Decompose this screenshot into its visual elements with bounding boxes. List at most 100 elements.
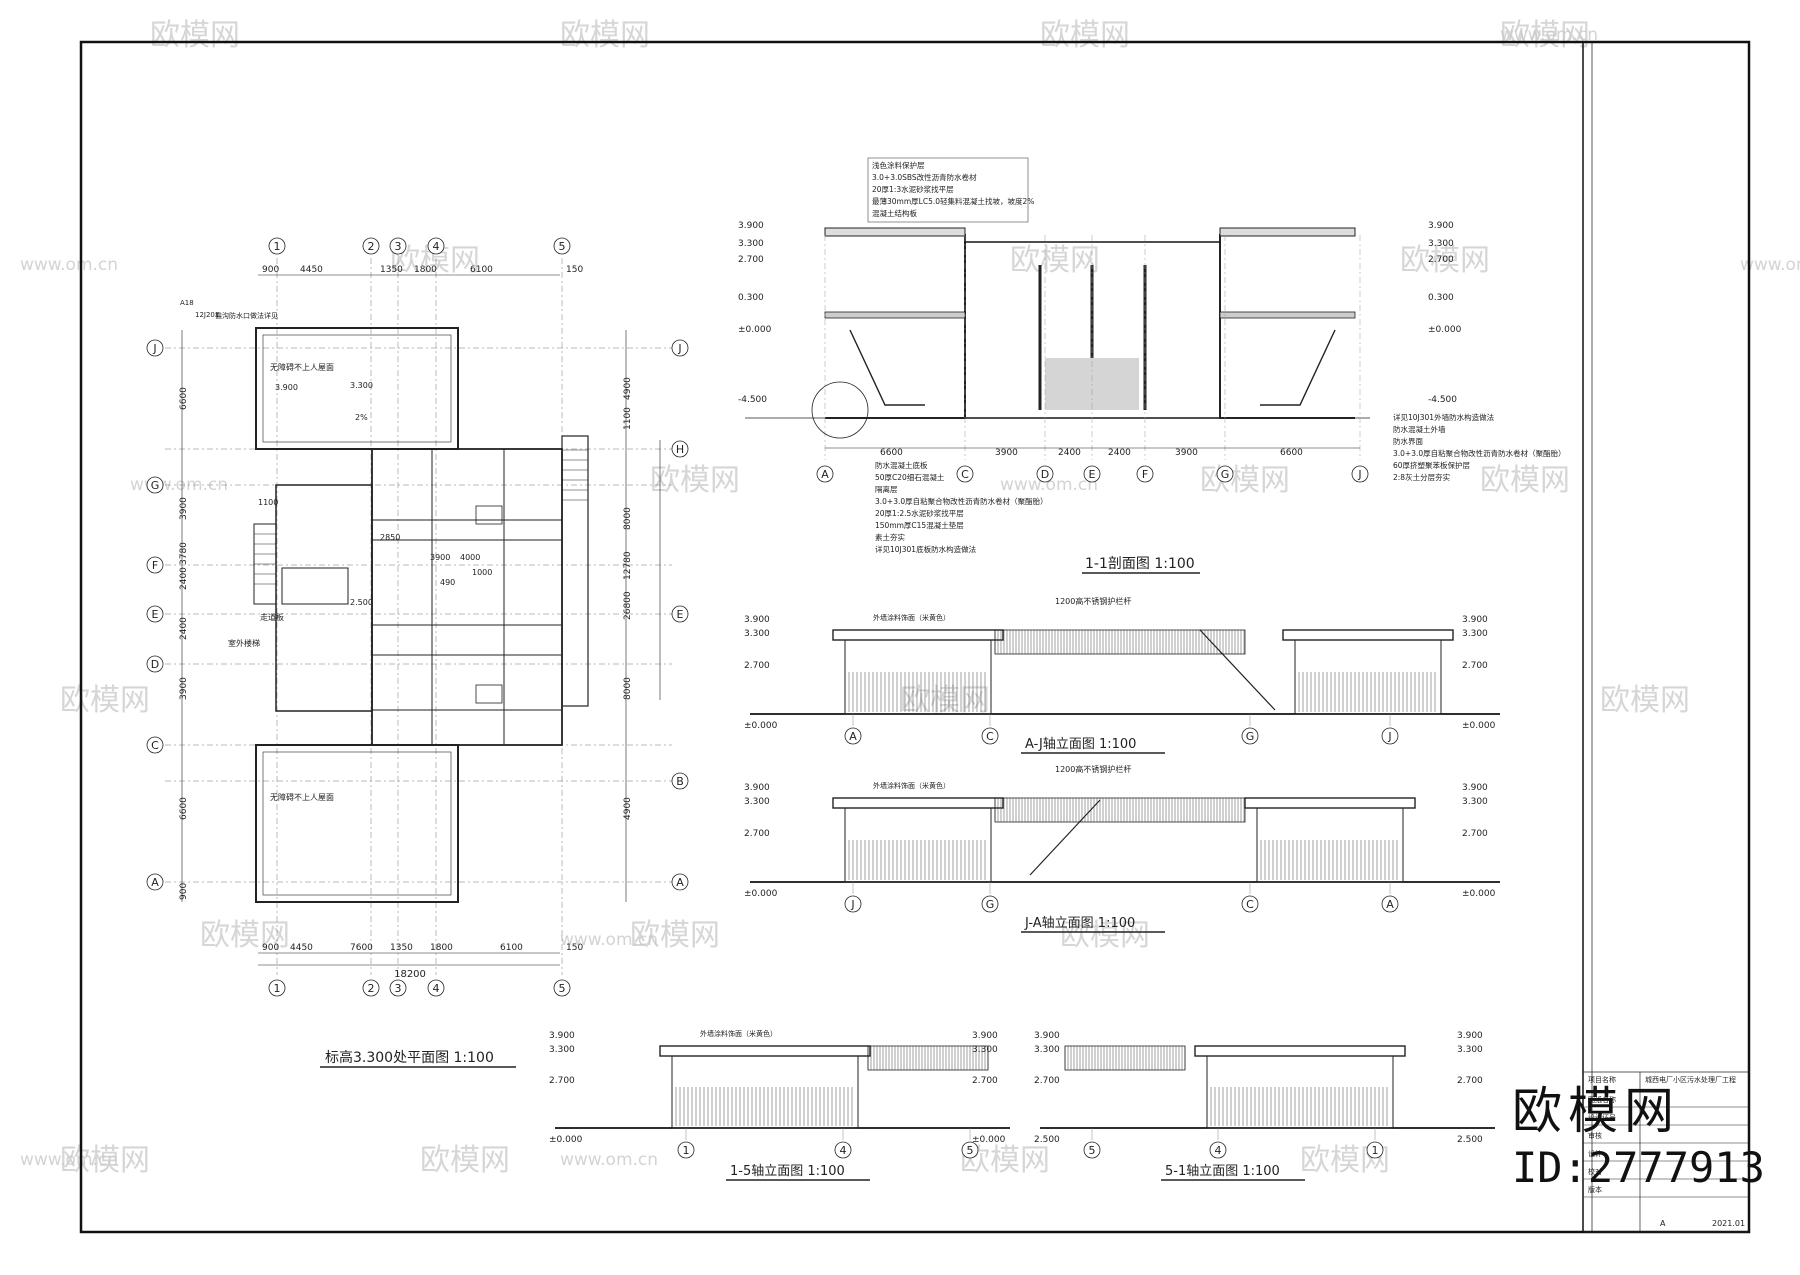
plan-dim-left: 2400 xyxy=(179,617,189,640)
elev-axis-circle xyxy=(677,1141,695,1159)
plan-label: 室外楼梯 xyxy=(228,638,260,648)
titleblock-date: 2021.01 xyxy=(1712,1219,1745,1228)
elev-note: 外墙涂料饰面（米黄色） xyxy=(873,613,950,622)
plan-axis-bottom: 4 xyxy=(433,982,440,995)
section-note-bottom: 150mm厚C15混凝土垫层 xyxy=(875,520,964,530)
plan-axis-right: J xyxy=(677,342,681,355)
plan-axis-bottom-circle xyxy=(389,979,407,997)
elev-level-left: 3.300 xyxy=(1034,1045,1060,1055)
titleblock-row-label: 设计证号 xyxy=(1588,1113,1616,1122)
plan-dim-left: 6600 xyxy=(179,797,189,820)
plan-dim-bottom: 900 xyxy=(262,943,279,953)
section-axis-circle xyxy=(1216,465,1234,483)
elevation-a-j xyxy=(750,629,1500,726)
section-level-right: 2.700 xyxy=(1428,255,1454,265)
section-note-top: 3.0+3.0SBS改性沥青防水卷材 xyxy=(872,172,977,182)
plan-dim-bottom: 1350 xyxy=(390,943,413,953)
elev-level-right: 3.900 xyxy=(972,1031,998,1041)
plan-callout-note: 檐沟防水口做法详见 xyxy=(215,311,278,320)
titleblock-row-label: 设计 xyxy=(1588,1149,1602,1158)
elev-level-right: ±0.000 xyxy=(972,1135,1006,1145)
watermark-brand: 欧模网 xyxy=(630,918,720,953)
rail-band xyxy=(994,797,1246,823)
plan-label: 1100 xyxy=(258,498,278,507)
elev-title: J-A轴立面图 1:100 xyxy=(1024,916,1135,931)
plan-dim-left: 3900 xyxy=(179,497,189,520)
plan-label: 3.900 xyxy=(275,383,298,392)
section-dim: 2400 xyxy=(1058,448,1081,458)
plan-axis-top: 3 xyxy=(395,240,402,253)
section-note-bottom: 隔离层 xyxy=(875,484,898,494)
elev-axis-circle xyxy=(844,727,862,745)
plan-dim-bottom: 6100 xyxy=(500,943,523,953)
section-level-right: 3.300 xyxy=(1428,239,1454,249)
watermark-brand: 欧模网 xyxy=(1600,683,1690,718)
watermark-url: www.om.cn xyxy=(560,930,658,950)
plan-dim-top: 150 xyxy=(566,265,583,275)
elev-axis: A xyxy=(1386,898,1394,911)
plan-dim-right: 4900 xyxy=(623,377,633,400)
section-axis-circle xyxy=(816,465,834,483)
elev-level-left: 3.900 xyxy=(1034,1031,1060,1041)
elev-axis: G xyxy=(986,898,995,911)
elev-level-left: 3.900 xyxy=(549,1031,575,1041)
section-dim: 2400 xyxy=(1108,448,1131,458)
plan-axis-right-circle xyxy=(671,605,689,623)
plan-axis-top-circle xyxy=(427,237,445,255)
plan-dim-right: 26800 xyxy=(623,591,633,620)
section-axis: G xyxy=(1221,468,1230,481)
elev-axis: 4 xyxy=(840,1144,847,1157)
elev-axis-circle xyxy=(834,1141,852,1159)
plan-axis-bottom: 2 xyxy=(368,982,375,995)
pavilion-wall xyxy=(671,1055,859,1129)
section-dim: 6600 xyxy=(880,448,903,458)
elev-title: 5-1轴立面图 1:100 xyxy=(1165,1164,1280,1179)
section-note-right: 3.0+3.0厚自粘聚合物改性沥青防水卷材（聚酯胎） xyxy=(1393,448,1566,458)
plan-dim-left: 900 xyxy=(179,883,189,900)
elev-level-left: 2.700 xyxy=(744,661,770,671)
plan-dim-right: 8000 xyxy=(623,507,633,530)
elev-level-left: 3.300 xyxy=(744,797,770,807)
section-level-right: -4.500 xyxy=(1428,395,1457,405)
pavilion-wall xyxy=(1206,1055,1394,1129)
section-level-left: 0.300 xyxy=(738,293,764,303)
plan-axis-bottom: 1 xyxy=(274,982,281,995)
elev-axis-circle xyxy=(1241,895,1259,913)
plan-label: 走道板 xyxy=(260,612,284,622)
plan-label: 3.300 xyxy=(350,381,373,390)
watermark-brand: 欧模网 xyxy=(420,1143,510,1178)
section-axis-circle xyxy=(1351,465,1369,483)
watermark-brand: 欧模网 xyxy=(1010,243,1100,278)
watermark-url: www.om.cn xyxy=(20,255,118,275)
section-level-left: -4.500 xyxy=(738,395,767,405)
plan-axis-left-circle xyxy=(146,605,164,623)
elev-level-right: ±0.000 xyxy=(1462,889,1496,899)
stair-stringer xyxy=(1029,799,1101,876)
elev-axis: C xyxy=(1246,898,1254,911)
plan-dim-right: 1100 xyxy=(623,407,633,430)
roof-slab xyxy=(659,1045,871,1057)
plan-dim-left: 2400 xyxy=(179,567,189,590)
plan-label: 2.500 xyxy=(350,598,373,607)
plan-axis-bottom-circle xyxy=(553,979,571,997)
plan-axis-left-circle xyxy=(146,873,164,891)
plan-dim-bottom: 7600 xyxy=(350,943,373,953)
elev-level-right: 3.900 xyxy=(1457,1031,1483,1041)
elev-level-left: ±0.000 xyxy=(549,1135,583,1145)
watermark-brand: 欧模网 xyxy=(1480,463,1570,498)
brand-id: ID:2777913 xyxy=(1512,1143,1765,1192)
elev-level-left: 2.500 xyxy=(1034,1135,1060,1145)
section-axis: D xyxy=(1041,468,1049,481)
plan-label: 2850 xyxy=(380,533,400,542)
section-axis-circle xyxy=(1036,465,1054,483)
plan-label: 490 xyxy=(440,578,455,587)
watermark-brand: 欧模网 xyxy=(200,918,290,953)
section-axis: E xyxy=(1089,468,1096,481)
elev-level-right: 3.300 xyxy=(1462,797,1488,807)
elev-level-right: 2.700 xyxy=(1462,829,1488,839)
plan-axis-top-circle xyxy=(268,237,286,255)
elev-rail-note: 1200高不锈钢护栏杆 xyxy=(1055,764,1131,774)
plan-axis-top: 5 xyxy=(559,240,566,253)
elev-level-left: 3.300 xyxy=(549,1045,575,1055)
